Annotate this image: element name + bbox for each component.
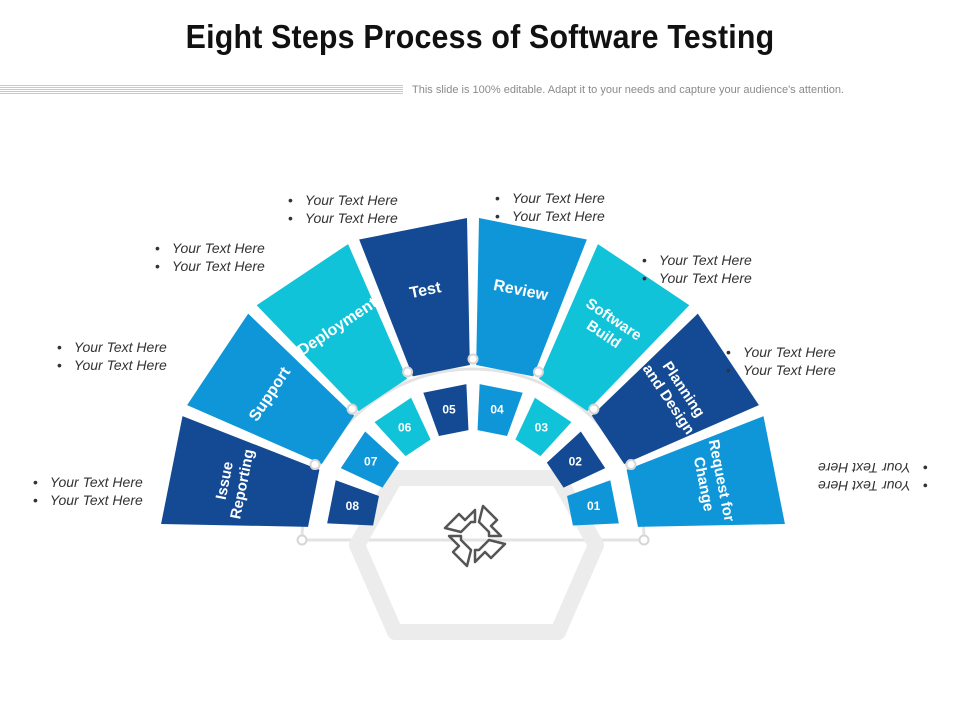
bullets-step-05: Your Text Here Your Text Here xyxy=(288,191,398,227)
step-segment-05 xyxy=(359,218,470,377)
step-number-block-05 xyxy=(423,384,469,436)
step-number-02: 02 xyxy=(569,455,583,469)
bullets-step-04: Your Text Here Your Text Here xyxy=(495,189,605,225)
step-number-block-08 xyxy=(327,480,379,526)
step-number-03: 03 xyxy=(535,421,549,435)
cycle-arrows-icon xyxy=(443,504,507,568)
step-segment-07 xyxy=(187,313,355,464)
step-number-08: 08 xyxy=(346,499,360,513)
header-rule xyxy=(0,85,403,94)
bullets-step-01: Your Text Here Your Text Here xyxy=(818,459,928,495)
bullet-item: Your Text Here xyxy=(818,477,928,495)
bullet-item: Your Text Here xyxy=(33,473,143,491)
step-number-06: 06 xyxy=(398,421,412,435)
step-number-block-06 xyxy=(374,397,431,457)
bullet-item: Your Text Here xyxy=(726,361,836,379)
connector-dot xyxy=(309,459,321,471)
step-number-04: 04 xyxy=(490,402,504,416)
connector-dot xyxy=(296,534,308,546)
connector-dot xyxy=(532,366,544,378)
bullet-item: Your Text Here xyxy=(33,491,143,509)
bullet-item: Your Text Here xyxy=(288,191,398,209)
hexagon-outline xyxy=(349,470,604,640)
step-label-05: Test xyxy=(408,279,443,302)
connector-dot xyxy=(402,366,414,378)
step-segment-04 xyxy=(476,218,587,377)
step-number-block-01 xyxy=(567,480,619,526)
connector-dot xyxy=(346,403,358,415)
bullet-item: Your Text Here xyxy=(495,189,605,207)
step-segment-01 xyxy=(626,416,785,527)
page-subtitle: This slide is 100% editable. Adapt it to… xyxy=(412,84,844,96)
step-number-block-02 xyxy=(546,431,606,488)
bullets-step-07: Your Text Here Your Text Here xyxy=(57,338,167,374)
page-title: Eight Steps Process of Software Testing xyxy=(185,18,775,55)
connector-dot xyxy=(588,403,600,415)
connector-dot xyxy=(638,534,650,546)
bullet-item: Your Text Here xyxy=(57,356,167,374)
bullet-item: Your Text Here xyxy=(726,343,836,361)
bullet-item: Your Text Here xyxy=(495,207,605,225)
step-segment-08 xyxy=(161,416,320,527)
bullet-item: Your Text Here xyxy=(155,239,265,257)
step-number-07: 07 xyxy=(364,455,378,469)
bullets-step-08: Your Text Here Your Text Here xyxy=(33,473,143,509)
step-number-05: 05 xyxy=(442,402,456,416)
step-segment-06 xyxy=(256,244,407,412)
connector-dot xyxy=(467,353,479,365)
bullet-item: Your Text Here xyxy=(57,338,167,356)
bullet-item: Your Text Here xyxy=(818,459,928,477)
bullets-step-02: Your Text Here Your Text Here xyxy=(726,343,836,379)
bullet-item: Your Text Here xyxy=(288,209,398,227)
bullets-step-06: Your Text Here Your Text Here xyxy=(155,239,265,275)
step-number-block-04 xyxy=(477,384,523,436)
connector-dot xyxy=(625,459,637,471)
bullet-item: Your Text Here xyxy=(642,269,752,287)
step-segment-02 xyxy=(591,313,759,464)
step-number-01: 01 xyxy=(587,499,601,513)
bullet-item: Your Text Here xyxy=(155,257,265,275)
step-number-block-03 xyxy=(515,397,572,457)
bullets-step-03: Your Text Here Your Text Here xyxy=(642,251,752,287)
bullet-item: Your Text Here xyxy=(642,251,752,269)
step-number-block-07 xyxy=(340,431,400,488)
